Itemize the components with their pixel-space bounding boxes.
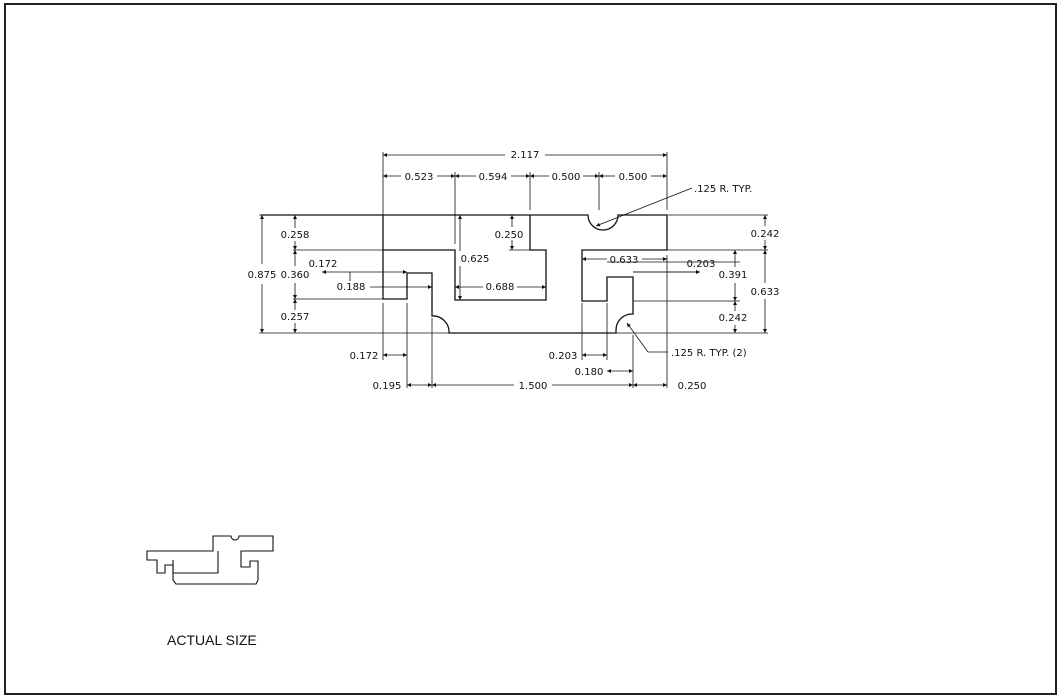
dim-0180: 0.180 — [575, 367, 604, 378]
dim-0188: 0.188 — [337, 282, 366, 293]
dim-0500-b: 0.500 — [619, 172, 648, 183]
dim-0203-a: 0.203 — [687, 259, 716, 270]
dim-0875: 0.875 — [248, 270, 277, 281]
dim-0360: 0.360 — [281, 270, 310, 281]
dim-0203-b: 0.203 — [549, 351, 578, 362]
dim-0250: 0.250 — [495, 230, 524, 241]
dim-overall-width: 2.117 — [511, 150, 540, 161]
dim-0523: 0.523 — [405, 172, 434, 183]
dim-0258: 0.258 — [281, 230, 310, 241]
dim-0500-a: 0.500 — [552, 172, 581, 183]
sheet-border — [4, 3, 1057, 695]
dim-0250-b: 0.250 — [678, 381, 707, 392]
dim-0172-b: 0.172 — [350, 351, 379, 362]
dim-0688: 0.688 — [486, 282, 515, 293]
note-radius-top: .125 R. TYP. — [694, 184, 752, 195]
dim-1500: 1.500 — [519, 381, 548, 392]
dimension-labels: 2.117 0.523 0.594 0.500 0.500 .125 R. TY… — [248, 150, 780, 392]
dim-0257: 0.257 — [281, 312, 310, 323]
actual-size-caption: ACTUAL SIZE — [167, 632, 257, 648]
extrusion-profile — [261, 214, 668, 334]
note-radius-bottom: .125 R. TYP. (2) — [671, 348, 747, 359]
dim-0391: 0.391 — [719, 270, 748, 281]
dim-0242-b: 0.242 — [719, 313, 748, 324]
dim-0625: 0.625 — [461, 254, 490, 265]
dimension-lines — [260, 153, 767, 387]
actual-size-inner — [172, 551, 219, 574]
actual-size-profile — [146, 535, 274, 585]
dim-0633-a: 0.633 — [610, 255, 639, 266]
dim-0633-b: 0.633 — [751, 287, 780, 298]
dim-0195: 0.195 — [373, 381, 402, 392]
dim-0172-a: 0.172 — [309, 259, 338, 270]
dim-0594: 0.594 — [479, 172, 508, 183]
extension-lines — [259, 152, 768, 388]
dim-0242-a: 0.242 — [751, 229, 780, 240]
